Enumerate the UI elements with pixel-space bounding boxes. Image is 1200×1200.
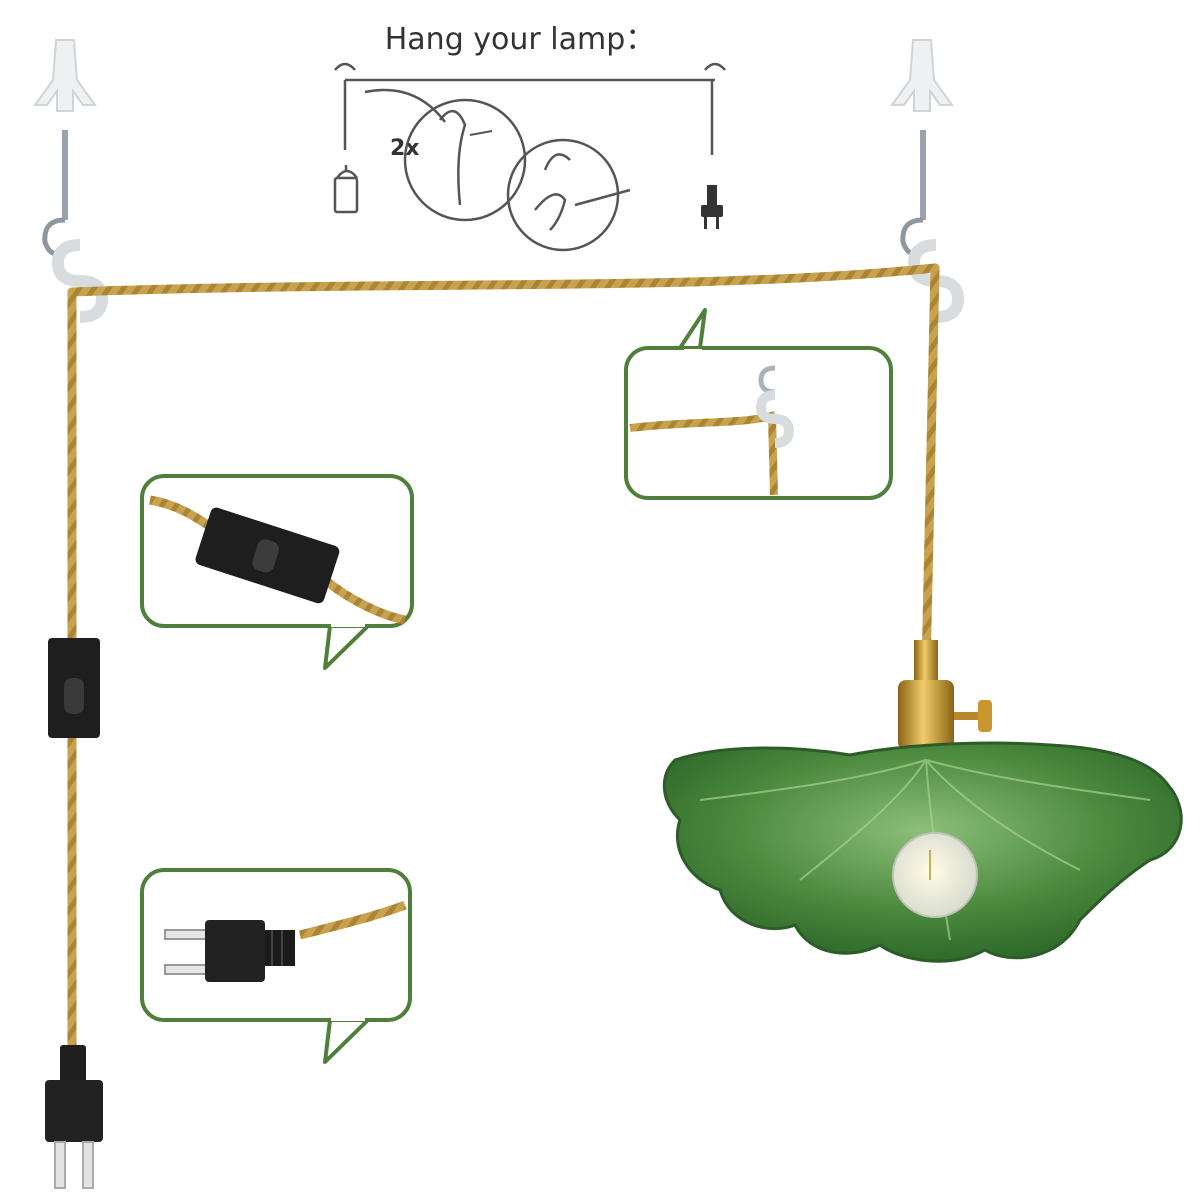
cord-horizontal-span [67,263,940,297]
lamp-socket-icon [333,165,359,214]
sketch-left-hook-icon [334,62,356,71]
cord-right-drop [921,263,940,675]
sketch-right-hook-icon [704,62,726,71]
twisted-cord [67,263,940,1055]
loop-detail-icon [364,88,467,206]
bulb-icon [892,832,978,918]
callout-hook-detail [624,308,893,500]
hanging-instruction-sketch [333,62,726,252]
callout-switch-detail [140,474,414,670]
hook-detail-icon [534,153,571,231]
plug-icon [701,185,723,229]
left-s-hook-icon [51,239,109,323]
instruction-title: Hang your lamp： [384,22,656,57]
right-wall-anchor-icon [890,39,954,257]
arrow-icon [469,130,493,136]
detail-circle-1 [403,98,527,222]
brass-socket-icon [898,640,992,755]
bottom-plug-icon [45,1045,103,1189]
detail-line [574,188,631,207]
left-wall-anchor-icon [33,39,97,257]
pendant-lamp [662,640,1183,963]
inline-switch-icon [48,638,100,738]
callout-plug-detail [140,868,412,1064]
detail-circle-2 [506,138,620,252]
